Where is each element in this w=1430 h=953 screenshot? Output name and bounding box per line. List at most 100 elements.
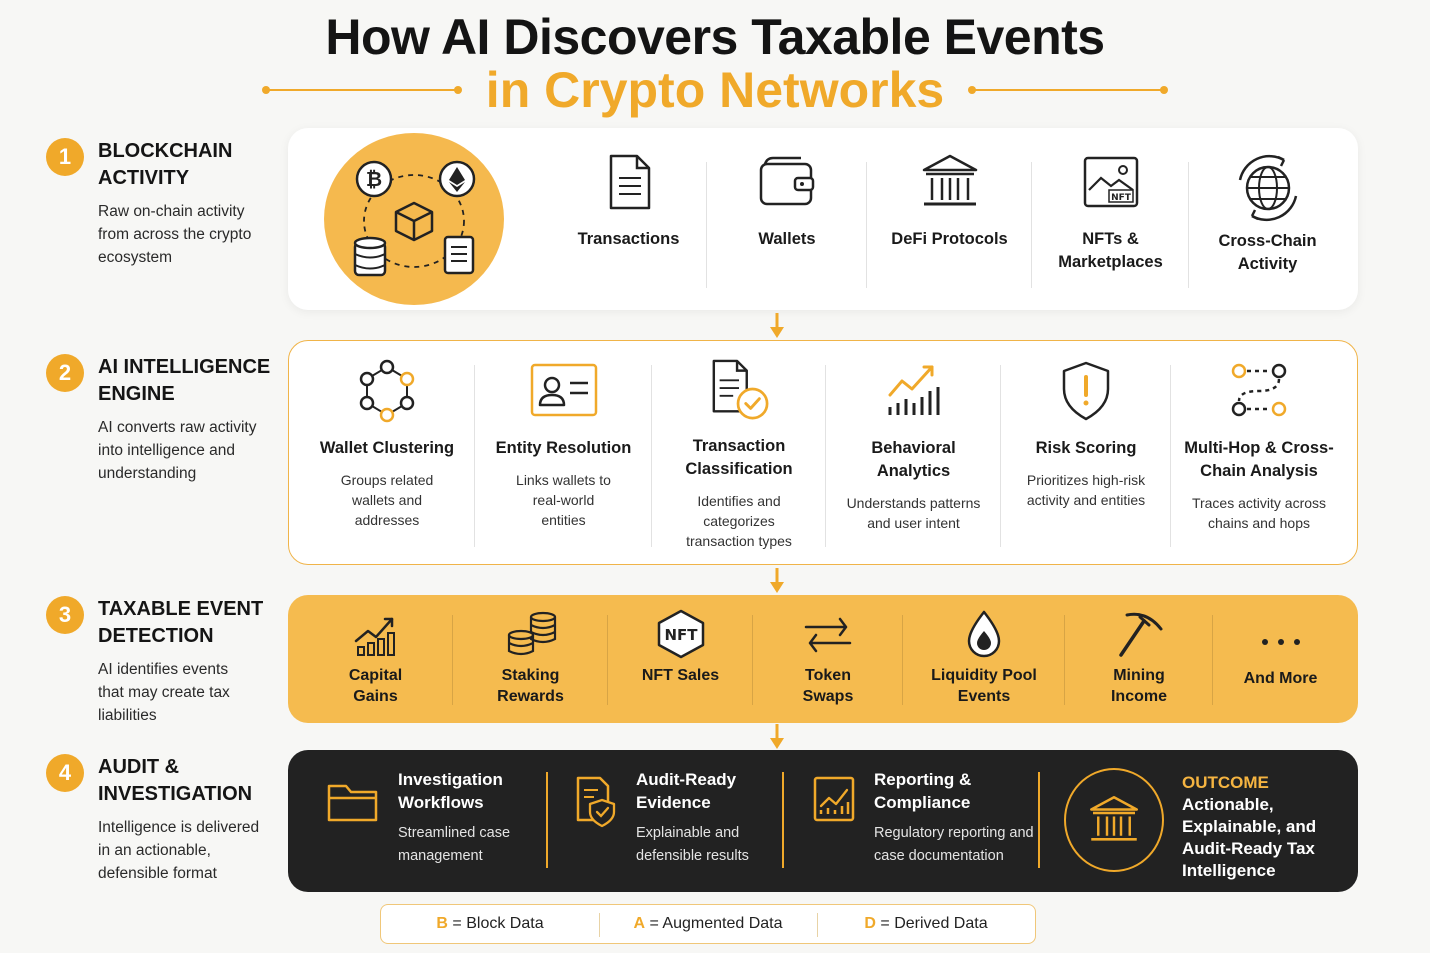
step-title: TAXABLE EVENT DETECTION xyxy=(98,598,264,647)
engine-item-behavioral-analytics: Behavioral Analytics Understands pattern… xyxy=(826,359,1001,551)
shield-doc-icon xyxy=(576,776,616,828)
legend-item-derived-data: D = Derived Data xyxy=(817,913,1035,937)
route-icon xyxy=(1231,363,1287,417)
taxable-item-token-swaps: Token Swaps xyxy=(753,609,903,709)
step-3: 3 TAXABLE EVENT DETECTION AI identifies … xyxy=(46,596,278,727)
bitcoin-icon: ₿ xyxy=(355,160,393,198)
item-label: Transaction Classification xyxy=(685,437,793,478)
wallet-icon xyxy=(759,156,815,206)
legend-equals: = xyxy=(649,915,659,932)
taxable-item-capital-gains: Capital Gains xyxy=(298,609,453,709)
blockchain-item-transactions: Transactions xyxy=(550,150,707,290)
step-description: AI identifies events that may create tax… xyxy=(98,661,230,724)
legend-item-augmented-data: A = Augmented Data xyxy=(599,913,817,937)
item-title: Investigation Workflows xyxy=(398,770,503,812)
legend-label: Block Data xyxy=(466,915,544,932)
outcome-text: Actionable, Explainable, and Audit-Ready… xyxy=(1182,795,1317,880)
cube-icon xyxy=(394,201,434,242)
step-description: AI converts raw activity into intelligen… xyxy=(98,419,257,482)
item-label: Capital Gains xyxy=(348,667,403,705)
item-label: And More xyxy=(1243,669,1318,687)
item-label: Wallet Clustering xyxy=(319,439,455,457)
item-title: Audit-Ready Evidence xyxy=(636,770,737,812)
item-label: Wallets xyxy=(758,230,816,248)
item-label: Mining Income xyxy=(1110,667,1167,705)
item-label: Multi-Hop & Cross-Chain Analysis xyxy=(1184,439,1334,480)
id-card-icon xyxy=(530,363,597,417)
blockchain-hub: ₿ xyxy=(324,133,504,305)
ethereum-icon xyxy=(438,160,476,198)
step-number: 1 xyxy=(46,138,84,176)
step-number: 3 xyxy=(46,596,84,634)
subtitle-row: in Crypto Networks xyxy=(0,60,1430,120)
taxable-item-liquidity-pool-events: Liquidity Pool Events xyxy=(903,609,1065,709)
item-description: Explainable and defensible results xyxy=(636,825,749,864)
report-chart-icon xyxy=(813,776,855,822)
flow-arrow-down xyxy=(770,724,784,749)
folder-icon xyxy=(327,784,378,822)
document-icon xyxy=(443,235,475,275)
taxable-item-staking-rewards: Staking Rewards xyxy=(453,609,608,709)
step-title: AI INTELLIGENCE ENGINE xyxy=(98,356,271,405)
engine-item-multi-hop-cross-chain-analysis: Multi-Hop & Cross-Chain Analysis Traces … xyxy=(1171,359,1347,551)
outcome-heading: OUTCOME xyxy=(1182,773,1269,792)
item-label: DeFi Protocols xyxy=(891,230,1008,248)
audit-item-investigation-workflows: Investigation Workflows Streamlined case… xyxy=(326,768,543,868)
item-description: Traces activity across chains and hops xyxy=(1191,495,1327,531)
item-label: NFTs & Marketplaces xyxy=(1058,230,1163,271)
network-icon xyxy=(359,359,415,423)
drop-icon xyxy=(967,610,1001,658)
legend-label: Augmented Data xyxy=(662,915,783,932)
step-1: 1 BLOCKCHAIN ACTIVITY Raw on-chain activ… xyxy=(46,138,278,269)
legend-label: Derived Data xyxy=(894,915,988,932)
globe-icon xyxy=(1238,154,1297,222)
doc-check-icon xyxy=(712,359,769,420)
bank-icon xyxy=(1090,796,1138,841)
trend-chart-icon xyxy=(888,365,939,415)
engine-item-entity-resolution: Entity Resolution Links wallets to real-… xyxy=(475,359,652,551)
database-icon xyxy=(353,236,387,277)
blockchain-item-defi-protocols: DeFi Protocols xyxy=(867,150,1032,290)
step-number: 4 xyxy=(46,754,84,792)
flow-arrow-down xyxy=(770,313,784,338)
step-title: BLOCKCHAIN ACTIVITY xyxy=(98,140,233,189)
svg-text:NFT: NFT xyxy=(664,626,698,644)
engine-item-transaction-classification: Transaction Classification Identifies an… xyxy=(652,359,826,551)
legend-key: B xyxy=(436,915,448,932)
item-label: Risk Scoring xyxy=(1035,439,1137,457)
item-description: Streamlined case management xyxy=(398,825,511,864)
outcome-badge xyxy=(1064,768,1164,872)
legend-equals: = xyxy=(452,915,462,932)
page-title: How AI Discovers Taxable Events xyxy=(325,9,1105,65)
item-label: NFT Sales xyxy=(641,667,720,684)
item-label: Entity Resolution xyxy=(495,439,632,457)
coins-icon xyxy=(507,611,556,656)
svg-text:₿: ₿ xyxy=(366,167,382,191)
swap-icon xyxy=(804,617,852,653)
legend-key: A xyxy=(633,915,646,932)
step-description: Intelligence is delivered in an actionab… xyxy=(98,819,260,882)
audit-item-audit-ready-evidence: Audit-Ready Evidence Explainable and def… xyxy=(574,768,781,868)
more-dots-icon xyxy=(1261,638,1300,645)
taxable-item-nft-sales: NFT NFT Sales xyxy=(608,609,753,709)
engine-item-risk-scoring: Risk Scoring Prioritizes high-risk activ… xyxy=(1001,359,1171,551)
item-description: Understands patterns and user intent xyxy=(846,495,981,531)
item-title: Reporting & Compliance xyxy=(874,770,972,812)
step-description: Raw on-chain activity from across the cr… xyxy=(98,203,252,266)
item-label: Transactions xyxy=(577,230,680,248)
taxable-item-and-more: And More xyxy=(1213,609,1348,709)
flow-arrow-down xyxy=(770,568,784,593)
page-subtitle: in Crypto Networks xyxy=(485,62,945,118)
shield-alert-icon xyxy=(1062,361,1110,421)
item-label: Cross-Chain Activity xyxy=(1218,232,1317,273)
audit-item-reporting-compliance: Reporting & Compliance Regulatory report… xyxy=(812,768,1044,868)
item-description: Identifies and categorizes transaction t… xyxy=(686,493,792,549)
svg-text:NFT: NFT xyxy=(1111,193,1132,203)
decorative-line-right xyxy=(968,86,1169,94)
taxable-item-mining-income: Mining Income xyxy=(1065,609,1213,709)
legend: B = Block Data A = Augmented Data D = De… xyxy=(380,904,1036,944)
step-2: 2 AI INTELLIGENCE ENGINE AI converts raw… xyxy=(46,354,278,485)
step-title: AUDIT & INVESTIGATION xyxy=(98,756,253,805)
item-description: Regulatory reporting and case documentat… xyxy=(874,825,1034,864)
blockchain-item-nfts-marketplaces: NFT NFTs & Marketplaces xyxy=(1032,150,1189,290)
